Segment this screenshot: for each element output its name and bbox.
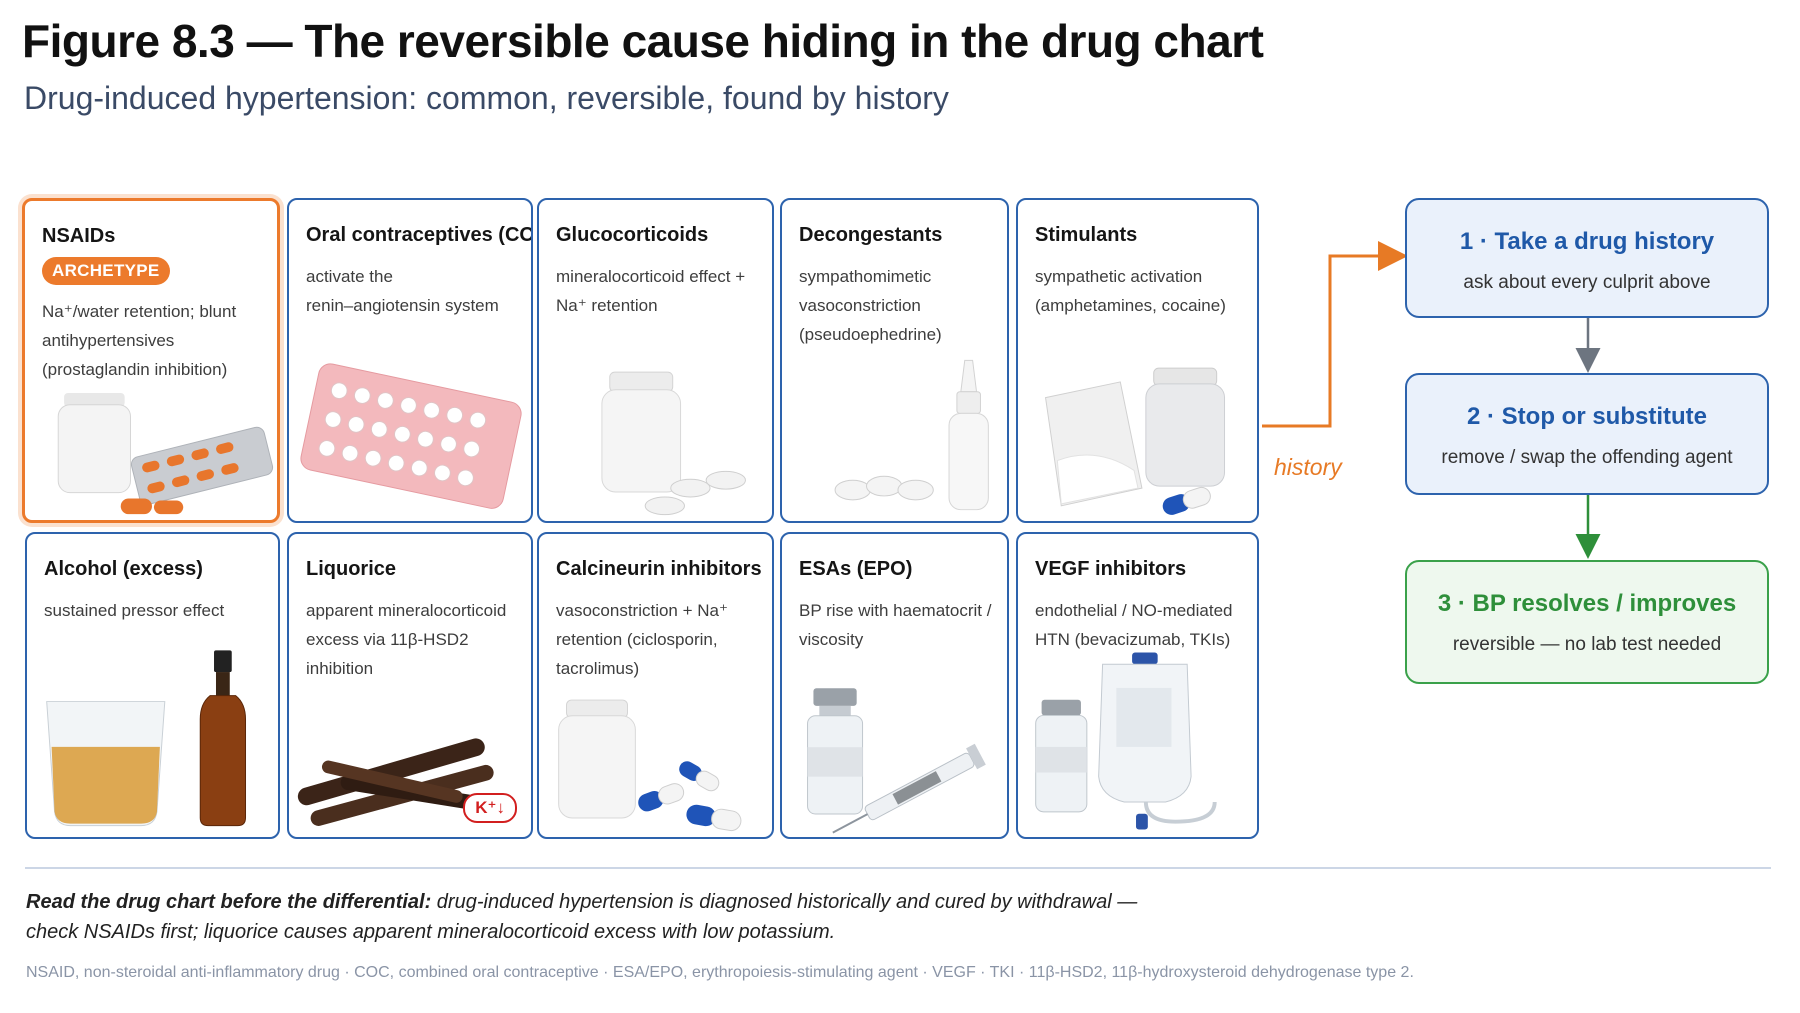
pill-bottle-blister-icon [25, 350, 277, 520]
nasal-spray-icon [782, 351, 1007, 521]
powder-bag-icon [1018, 351, 1257, 521]
takeaway-lead: Read the drug chart before the different… [26, 891, 432, 913]
card-description: sustained pressor effect [44, 601, 225, 620]
step-title: 1 · Take a drug history [1459, 228, 1715, 255]
abbreviations-footnote: NSAID, non-steroidal anti-inflammatory d… [26, 964, 1414, 981]
step-title: 2 · Stop or substitute [1467, 403, 1707, 430]
step-title: 3 · BP resolves / improves [1437, 590, 1737, 617]
card-title: Decongestants [799, 224, 943, 246]
divider [25, 867, 1771, 869]
card-title: ESAs (EPO) [799, 558, 913, 580]
whisky-glass-bottle-icon [27, 637, 278, 837]
card-title: Liquorice [306, 558, 397, 580]
card-nsaids: NSAIDs ARCHETYPE Na⁺/water retention; bl… [22, 198, 280, 523]
capsule-bottle-icon [539, 687, 772, 837]
step-subtitle: ask about every culprit above [1463, 272, 1711, 293]
low-potassium-badge: K⁺↓ [463, 793, 517, 823]
step-stop-or-substitute: 2 · Stop or substitute remove / swap the… [1405, 373, 1769, 495]
pill-bottle-tablets-icon [539, 351, 772, 521]
card-description: sympathetic activation(amphetamines, coc… [1035, 267, 1226, 315]
contraceptive-pack-icon [289, 351, 531, 521]
card-esas-epo: ESAs (EPO) BP rise with haematocrit /vis… [780, 532, 1009, 839]
card-stimulants: Stimulants sympathetic activation(amphet… [1016, 198, 1259, 523]
card-title: Glucocorticoids [556, 224, 709, 246]
step-subtitle: remove / swap the offending agent [1441, 447, 1733, 468]
card-title: Stimulants [1035, 224, 1138, 246]
figure-subtitle: Drug-induced hypertension: common, rever… [24, 80, 949, 116]
card-description: BP rise with haematocrit /viscosity [799, 601, 992, 649]
card-calcineurin-inhibitors: Calcineurin inhibitors vasoconstriction … [537, 532, 774, 839]
history-label: history [1274, 454, 1342, 480]
takeaway-line2: check NSAIDs first; liquorice causes app… [26, 921, 836, 943]
card-title: Calcineurin inhibitors [556, 558, 762, 580]
card-alcohol: Alcohol (excess) sustained pressor effec… [25, 532, 280, 839]
card-vegf-inhibitors: VEGF inhibitors endothelial / NO-mediate… [1016, 532, 1259, 839]
figure-title: Figure 8.3 — The reversible cause hiding… [22, 15, 1264, 67]
card-title: Alcohol (excess) [44, 558, 203, 580]
takeaway-text: Read the drug chart before the different… [26, 887, 1526, 947]
takeaway-line1: drug-induced hypertension is diagnosed h… [431, 891, 1138, 913]
infusion-bag-vial-icon [1018, 647, 1257, 837]
step-take-drug-history: 1 · Take a drug history ask about every … [1405, 198, 1769, 318]
step-bp-resolves: 3 · BP resolves / improves reversible — … [1405, 560, 1769, 684]
history-arrow [1262, 241, 1408, 428]
card-title: VEGF inhibitors [1035, 558, 1187, 580]
vial-syringe-icon [782, 677, 1007, 837]
card-description: mineralocorticoid effect +Na⁺ retention [556, 267, 746, 315]
card-description: vasoconstriction + Na⁺retention (ciclosp… [556, 601, 728, 678]
card-title: NSAIDs [42, 225, 116, 247]
card-title: Oral contraceptives (COC) [306, 224, 533, 246]
step-subtitle: reversible — no lab test needed [1452, 634, 1722, 655]
archetype-badge: ARCHETYPE [42, 257, 170, 285]
card-glucocorticoids: Glucocorticoids mineralocorticoid effect… [537, 198, 774, 523]
